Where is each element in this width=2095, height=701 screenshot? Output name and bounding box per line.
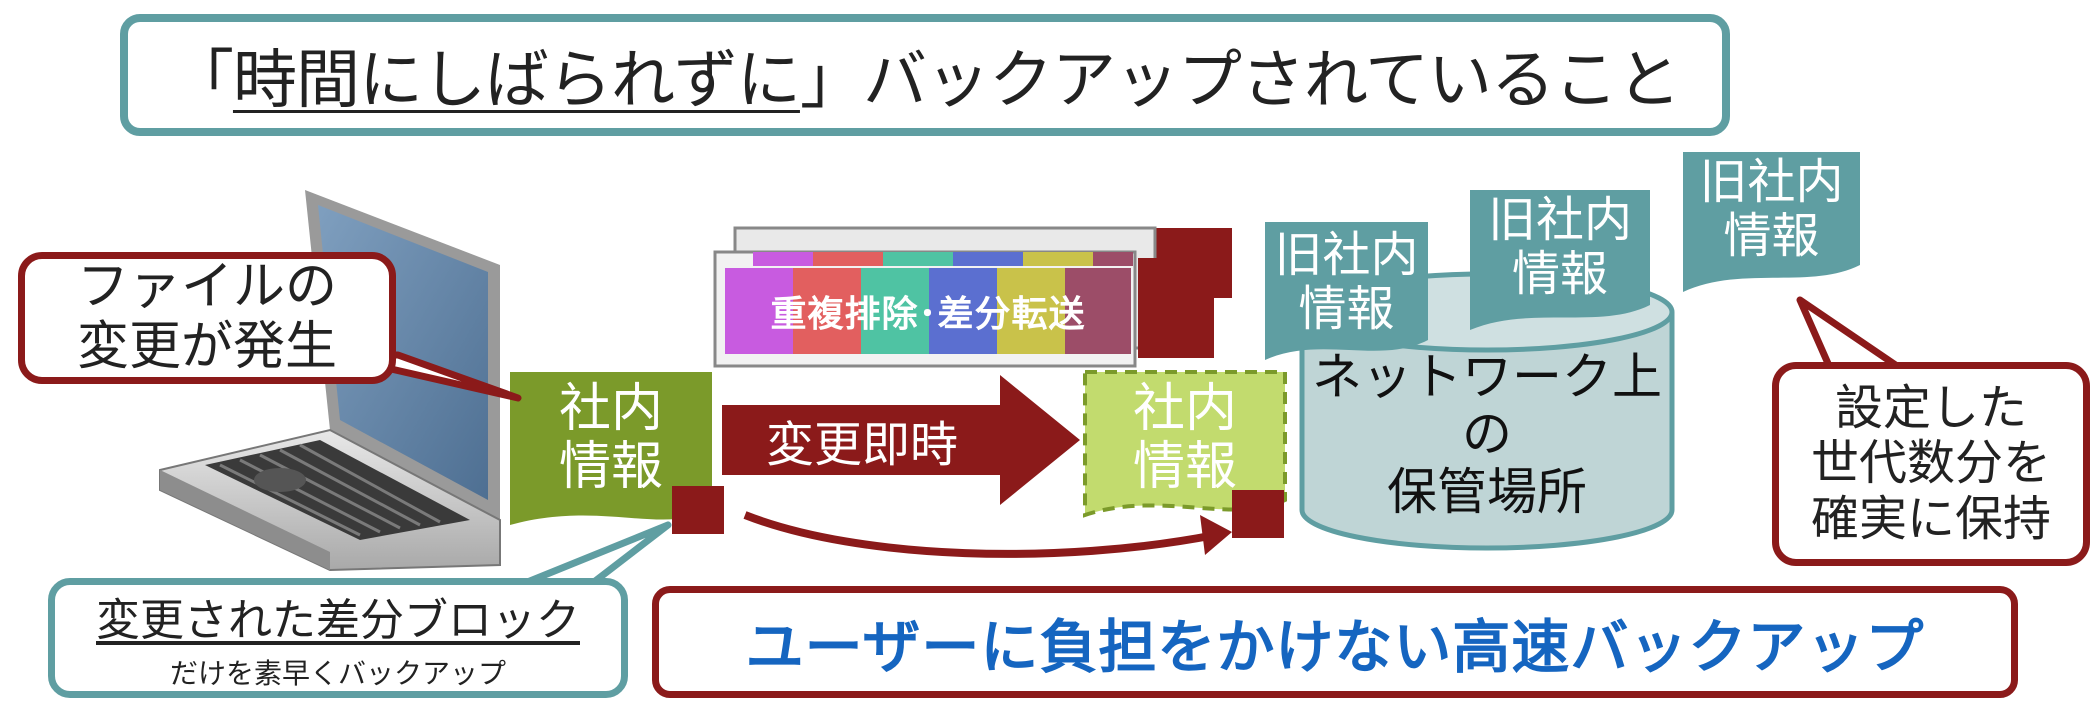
arrow-label: 変更即時 (765, 417, 958, 473)
old-doc-line2: 情報 (1511, 246, 1608, 302)
callout-gen-line2: 世代数分を (1810, 435, 2051, 492)
stripe-top (753, 252, 813, 266)
stripe (997, 268, 1065, 354)
right-arrow-icon (722, 375, 1080, 505)
storage-label: ネットワーク上の 保管場所 (1302, 348, 1672, 520)
callout-diff-subtitle: だけを素早くバックアップ (169, 657, 506, 690)
old-document-shape (1470, 190, 1650, 330)
title-emphasis: 時間にしばられずに (232, 44, 801, 118)
stripe-top (883, 252, 953, 266)
callout-diff-title: 変更された差分ブロック (96, 595, 580, 646)
block-square-icon (1232, 490, 1284, 538)
old-doc-line1: 旧社内 (1274, 226, 1419, 283)
source-document-shape (510, 372, 712, 525)
source-document-label: 社内 情報 (510, 378, 712, 498)
target-document-label: 社内 情報 (1085, 378, 1285, 498)
old-doc-line2: 情報 (1298, 280, 1395, 337)
callout-file-change: ファイルの 変更が発生 (18, 252, 396, 384)
old-document-label: 旧社内 情報 (1265, 225, 1428, 340)
stripe-top (1093, 252, 1133, 266)
callout-generations-tail (1796, 296, 1904, 372)
bottom-banner: ユーザーに負担をかけない高速バックアップ (652, 586, 2018, 698)
callout-change-line1: ファイルの (76, 257, 337, 318)
callout-gen-line3: 確実に保持 (1810, 490, 2051, 547)
stack-end-block (1138, 258, 1214, 358)
callout-diff-tail (516, 521, 672, 589)
block-square-icon (672, 486, 724, 534)
target-doc-line1: 社内 (1132, 378, 1237, 439)
stripe (725, 268, 793, 354)
callout-change-line2: 変更が発生 (76, 317, 337, 377)
old-document-shape (1683, 152, 1860, 292)
old-document-label: 旧社内 情報 (1683, 155, 1860, 265)
old-doc-line1: 旧社内 (1487, 192, 1632, 249)
source-doc-line1: 社内 (558, 378, 663, 439)
title-bracket-close: 」 (799, 44, 864, 118)
stripe-top (953, 252, 1023, 266)
stripe-top (813, 252, 883, 266)
old-doc-line2: 情報 (1723, 208, 1820, 264)
stripe (1065, 268, 1131, 354)
stripe (793, 268, 861, 354)
stripe (861, 268, 929, 354)
curved-arrow-icon (743, 511, 1216, 558)
stripe (929, 268, 997, 354)
title-rest: バックアップされていること (862, 44, 1681, 118)
callout-generations: 設定した 世代数分を 確実に保持 (1772, 362, 2090, 566)
old-document-shape (1265, 222, 1428, 360)
transfer-label: 重複排除･差分転送 (770, 294, 1086, 335)
source-doc-line2: 情報 (558, 437, 663, 497)
storage-label-line1: ネットワーク上の (1312, 347, 1662, 464)
callout-diff-blocks: 変更された差分ブロック だけを素早くバックアップ (48, 578, 628, 698)
old-document-label: 旧社内 情報 (1470, 192, 1650, 304)
title-banner: 「時間にしばられずに」バックアップされていること (120, 14, 1730, 136)
old-doc-line1: 旧社内 (1699, 154, 1844, 211)
storage-label-line2: 保管場所 (1387, 462, 1587, 521)
title-bracket-open: 「 (169, 44, 234, 118)
callout-gen-line1: 設定した (1834, 380, 2027, 437)
target-doc-line2: 情報 (1132, 437, 1237, 497)
stripe-top (1023, 252, 1093, 266)
